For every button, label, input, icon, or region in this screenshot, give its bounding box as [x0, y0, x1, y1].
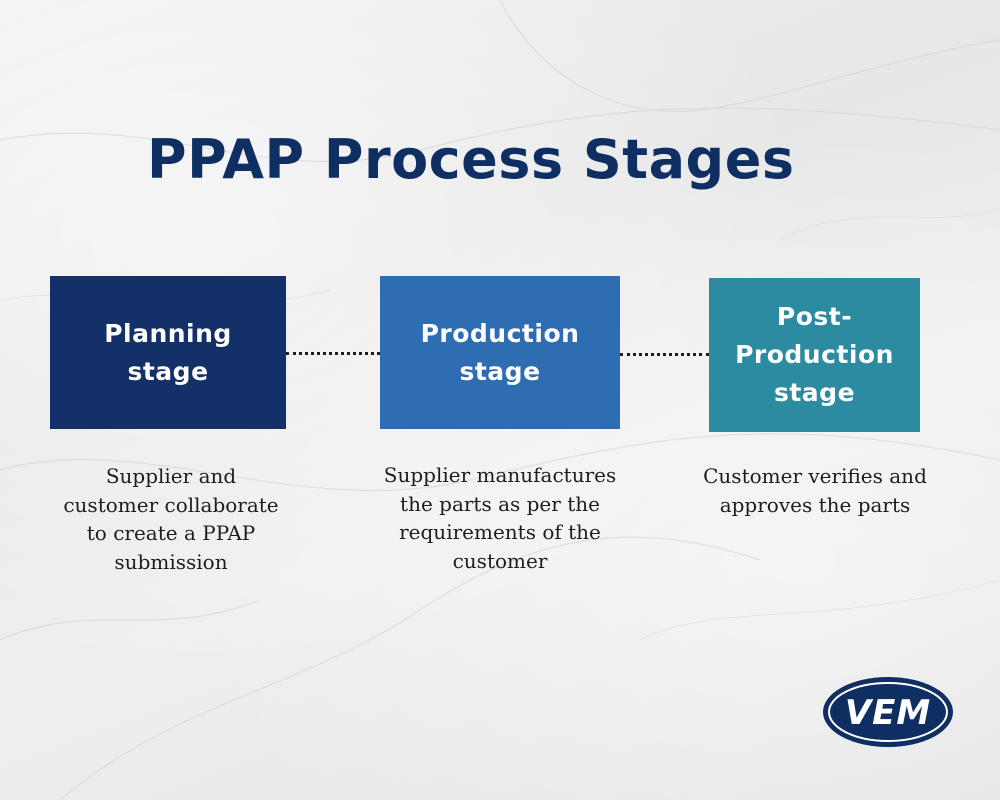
- logo-text: VEM: [845, 693, 931, 733]
- connector-production-post-production: [620, 353, 709, 356]
- connector-planning-production: [286, 352, 380, 355]
- logo-ellipse: [823, 677, 953, 747]
- page-title: PPAP Process Stages: [147, 128, 795, 191]
- stage-description-production: Supplier manufactures the parts as per t…: [383, 463, 617, 573]
- stage-description-post-production: Customer verifies and approves the parts: [703, 464, 927, 517]
- stage-description-planning: Supplier and customer collaborate to cre…: [63, 464, 279, 574]
- stage-label-planning: Planning stage: [104, 318, 232, 386]
- stage-label-post-production: Post-Production stage: [735, 302, 894, 407]
- stage-box-post-production: Post-Production stage: [709, 278, 920, 432]
- logo-ring: [828, 682, 948, 742]
- vem-logo: VEM: [823, 677, 953, 747]
- stage-box-production: Production stage: [380, 276, 620, 429]
- stage-box-planning: Planning stage: [50, 276, 286, 429]
- stage-label-production: Production stage: [420, 318, 580, 386]
